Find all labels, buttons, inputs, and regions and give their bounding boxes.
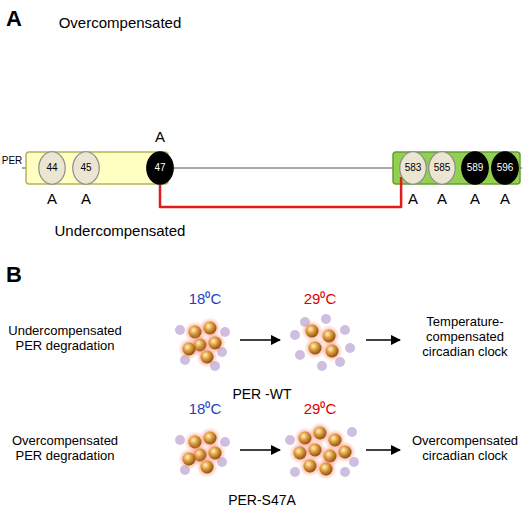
outcome-text: Overcompensated circadian clock	[405, 434, 525, 464]
residue-circle: 596	[491, 151, 519, 185]
residue-number: 47	[154, 163, 165, 173]
residue-number: 585	[434, 163, 451, 173]
panel-label: A	[1, 6, 27, 31]
condition-text: Undercompensated PER degradation	[1, 324, 129, 354]
residue-circle: 589	[461, 151, 489, 185]
annotation: Overcompensated	[35, 14, 205, 31]
flow-arrow	[366, 449, 400, 451]
residue-number: 589	[467, 163, 484, 173]
residue-number: 44	[46, 163, 57, 173]
flow-arrow	[240, 449, 280, 451]
per-cluster	[285, 422, 359, 480]
residue-number: 45	[80, 163, 91, 173]
circle-shape	[492, 152, 519, 185]
panel-label: B	[1, 262, 27, 287]
circle-shape	[73, 152, 100, 185]
circle-shape	[400, 152, 427, 185]
per-cluster	[175, 317, 230, 371]
per-cluster	[290, 314, 355, 371]
annotation: Undercompensated	[35, 222, 205, 239]
flow-arrow	[240, 339, 280, 341]
residue-circle: 585	[428, 151, 456, 185]
residue-circle: 44	[38, 151, 66, 185]
inhibition-bracket	[160, 177, 401, 207]
temperature-label: 18⁰C	[175, 400, 235, 417]
per-cluster	[175, 427, 230, 478]
circle-shape	[429, 152, 456, 185]
mutation-label: A	[150, 128, 170, 145]
temperature-label: 29⁰C	[290, 290, 350, 307]
residue-circle: 47	[146, 151, 174, 185]
genotype-label: PER -WT	[217, 386, 307, 402]
flow-arrow	[366, 339, 400, 341]
temperature-label: 18⁰C	[175, 290, 235, 307]
mutation-label: A	[76, 190, 96, 207]
c-terminal-domain	[393, 152, 520, 184]
residue-number: 583	[405, 163, 422, 173]
residue-number: 596	[497, 163, 514, 173]
temperature-label: 29⁰C	[290, 400, 350, 417]
mutation-label: A	[432, 190, 452, 207]
residue-circle: 583	[399, 151, 427, 185]
circle-shape	[147, 152, 174, 185]
condition-text: Overcompensated PER degradation	[1, 434, 129, 464]
circle-shape	[462, 152, 489, 185]
mutation-label: A	[403, 190, 423, 207]
genotype-label: PER-S47A	[217, 492, 307, 508]
mutation-label: A	[495, 190, 515, 207]
mutation-label: A	[465, 190, 485, 207]
circle-shape	[39, 152, 66, 185]
protein-name: PER	[1, 155, 23, 167]
mutation-label: A	[42, 190, 62, 207]
outcome-text: Temperature-compensated circadian clock	[405, 315, 525, 360]
residue-circle: 45	[72, 151, 100, 185]
